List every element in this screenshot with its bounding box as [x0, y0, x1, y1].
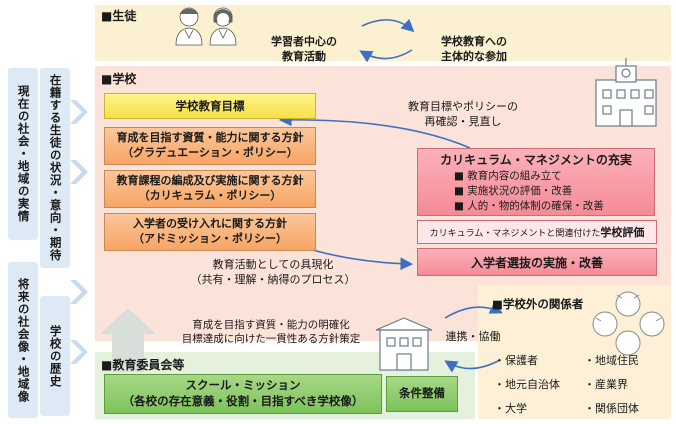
curriculum-management-title: カリキュラム・マネジメントの充実 — [440, 153, 632, 167]
curriculum-policy-line1: 教育課程の編成及び実施に関する方針 — [116, 174, 304, 188]
embody-caption: 教育活動としての具現化 （共有・理解・納得のプロセス） — [184, 258, 362, 288]
stakeholder-name: 地域住民 — [595, 354, 639, 367]
embody-caption-2: （共有・理解・納得のプロセス） — [190, 272, 356, 286]
cycle-arrow-top — [361, 18, 415, 33]
students-state-column: 在籍する生徒の状況・意向・期待 — [40, 68, 70, 268]
board-caption-2: 目標達成に向けた一貫性ある方針策定 — [181, 333, 361, 346]
school-mission-line2: （各校の存在意義・役割・目指すべき学校像） — [122, 394, 364, 408]
stakeholder-name: 地元自治体 — [505, 378, 560, 391]
review-caption: 教育目標やポリシーの 再確認・見直し — [400, 100, 526, 130]
list-item: ・大学 — [494, 402, 527, 415]
conditions-box: 条件整備 — [386, 376, 458, 412]
admission-policy-line2: （アドミッション・ポリシー） — [133, 232, 287, 245]
review-arrow — [278, 113, 471, 149]
embody-caption-1: 教育活動としての具現化 — [212, 258, 334, 271]
cm-item: ■ 教育内容の組み立て — [454, 170, 562, 182]
admission-policy-box: 入学者の受け入れに関する方針 （アドミッション・ポリシー） — [104, 213, 316, 251]
students-left-caption-2: 教育活動 — [282, 49, 326, 63]
students-left-caption: 学習者中心の 教育活動 — [252, 35, 356, 65]
cm-item: ■ 人的・物的体制の確保・改善 — [454, 200, 604, 212]
admission-selection-label: 入学者選抜の実施・改善 — [470, 255, 603, 270]
list-item: ・地域住民 — [584, 354, 639, 367]
graduation-policy-line1: 育成を目指す資質・能力に関する方針 — [116, 131, 304, 145]
up-arrow — [100, 308, 156, 372]
link-arrow-top — [444, 302, 503, 319]
school-evaluation-prefix: カリキュラム・マネジメントと関連付けた — [429, 228, 601, 239]
students-left-caption-1: 学習者中心の — [271, 35, 337, 48]
reality-label: 現在の社会・地域の実情 — [16, 85, 31, 223]
students-state-label: 在籍する生徒の状況・意向・期待 — [48, 74, 63, 262]
school-evaluation-suffix: 学校評価 — [600, 226, 645, 239]
board-caption: 育成を目指す資質・能力の明確化 目標達成に向けた一貫性ある方針策定 — [162, 318, 380, 346]
students-right-caption: 学校教育への 主体的な参加 — [418, 35, 530, 65]
list-item: ・保護者 — [494, 354, 538, 367]
list-item: ・関係団体 — [584, 402, 639, 415]
future-column: 将来の社会像・地域像 — [8, 262, 38, 418]
review-caption-1: 教育目標やポリシーの — [408, 100, 518, 113]
admission-policy-line1: 入学者の受け入れに関する方針 — [133, 217, 287, 231]
graduation-policy-line2: （グラデュエーション・ポリシー） — [122, 146, 298, 159]
stakeholder-name: 関係団体 — [595, 402, 639, 415]
stakeholder-name: 保護者 — [505, 354, 538, 367]
admission-selection-box: 入学者選抜の実施・改善 — [417, 248, 657, 276]
link-caption: 連携・協働 — [445, 330, 501, 343]
curriculum-policy-box: 教育課程の編成及び実施に関する方針 （カリキュラム・ポリシー） — [104, 170, 316, 208]
school-mission-line1: スクール・ミッション — [185, 378, 301, 393]
history-column: 学校の歴史 — [40, 296, 70, 416]
graduation-policy-box: 育成を目指す資質・能力に関する方針 （グラデュエーション・ポリシー） — [104, 127, 316, 165]
cm-item-text: 教育内容の組み立て — [467, 170, 562, 182]
board-caption-1: 育成を目指す資質・能力の明確化 — [192, 319, 350, 331]
stakeholders-icon — [592, 291, 665, 356]
cm-item-text: 人的・物的体制の確保・改善 — [467, 200, 604, 212]
cm-item-text: 実施状況の評価・改善 — [467, 185, 573, 197]
curriculum-policy-line2: （カリキュラム・ポリシー） — [138, 189, 282, 202]
school-building-icon — [595, 58, 657, 127]
school-mission-box: スクール・ミッション （各校の存在意義・役割・目指すべき学校像） — [104, 374, 382, 414]
list-item: ・産業界 — [584, 378, 628, 391]
students-heading: ■生徒 — [101, 9, 137, 23]
school-evaluation-box: カリキュラム・マネジメントと関連付けた学校評価 — [417, 220, 657, 244]
list-item: ・地元自治体 — [494, 378, 560, 391]
school-goals-box: 学校教育目標 — [104, 93, 316, 119]
students-right-caption-2: 主体的な参加 — [441, 49, 507, 63]
link-arrow-bottom — [444, 359, 501, 373]
review-caption-2: 再確認・見直し — [424, 114, 502, 128]
history-label: 学校の歴史 — [48, 324, 63, 388]
students-icon — [175, 7, 237, 46]
stakeholder-name: 大学 — [505, 402, 527, 415]
outside-heading: ■学校外の関係者 — [492, 297, 584, 311]
curriculum-management-box: カリキュラム・マネジメントの充実 ■ 教育内容の組み立て ■ 実施状況の評価・改… — [417, 148, 655, 216]
cm-item: ■ 実施状況の評価・改善 — [454, 185, 573, 197]
students-right-caption-1: 学校教育への — [441, 35, 507, 48]
left-chevrons — [70, 100, 88, 364]
conditions-label: 条件整備 — [399, 386, 445, 401]
board-building-icon — [375, 317, 433, 371]
cycle-arrow-bottom — [359, 49, 413, 63]
stakeholder-name: 産業界 — [595, 378, 628, 391]
school-heading: ■学校 — [101, 72, 137, 86]
reality-column: 現在の社会・地域の実情 — [8, 68, 38, 240]
school-goals-label: 学校教育目標 — [175, 99, 245, 113]
future-label: 将来の社会像・地域像 — [16, 277, 31, 403]
board-heading: ■教育委員会等 — [101, 358, 185, 372]
